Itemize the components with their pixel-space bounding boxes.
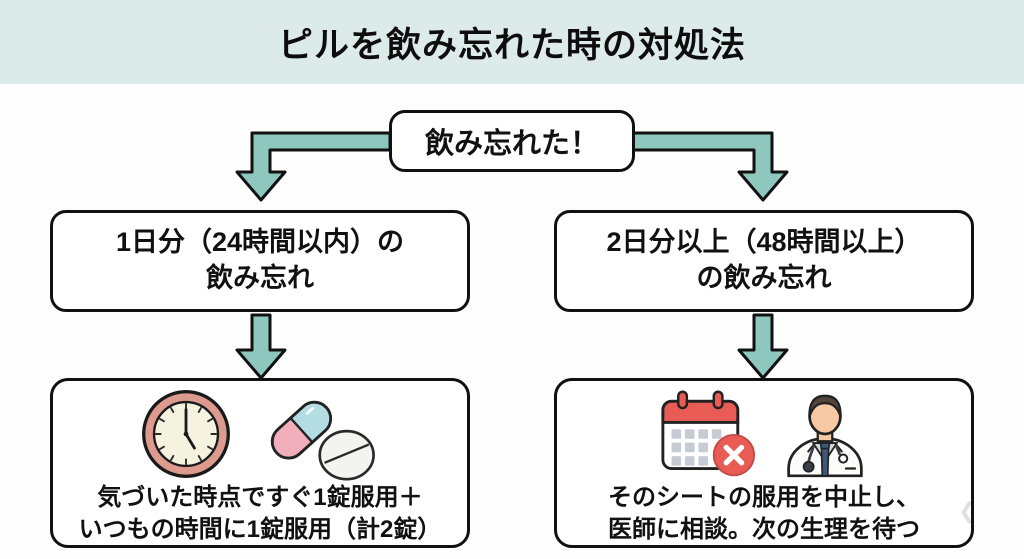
clock-icon [142,390,230,479]
condition-text: の飲み忘れ [696,263,832,293]
action-text-line: そのシートの服用を中止し、 [608,484,920,512]
arrow-left-down-icon [235,313,287,380]
header-band: ピルを飲み忘れた時の対処法 [0,0,1024,84]
arrow-right-elbow-icon [631,131,789,202]
action-text-line: いつもの時間に1錠服用（計2錠） [78,516,442,543]
condition-text: 飲み忘れ [206,263,314,293]
condition-text: 2日分以上（48時間以上） [606,227,922,258]
pills-group [270,401,375,481]
capsule-pill-icon [270,401,333,460]
action-text-line: 医師に相談。次の生理を待つ [608,516,920,543]
action-right-icons [653,386,875,482]
page-title: ピルを飲み忘れた時の対処法 [277,25,746,65]
action-left-icons [139,386,381,482]
calendar-x-icon [661,390,756,477]
condition-text: 1日分（24時間以内）の [115,227,405,258]
start-node: 飲み忘れた！ [389,110,635,172]
action-text-line: 気づいた時点ですぐ1錠服用＋ [97,484,423,512]
action-left-text: 気づいた時点ですぐ1錠服用＋ いつもの時間に1錠服用（計2錠） [79,482,442,545]
arrow-right-down-icon [737,313,789,380]
doctor-icon [787,395,863,478]
condition-node-over-48h: 2日分以上（48時間以上） の飲み忘れ [554,210,974,312]
action-node-stop-consult: そのシートの服用を中止し、 医師に相談。次の生理を待つ [554,378,974,548]
action-node-take-pill: 気づいた時点ですぐ1錠服用＋ いつもの時間に1錠服用（計2錠） [50,378,470,548]
condition-node-within-24h: 1日分（24時間以内）の 飲み忘れ [50,210,470,312]
arrow-left-elbow-icon [235,131,392,202]
action-right-text: そのシートの服用を中止し、 医師に相談。次の生理を待つ [608,482,920,545]
watermark-chevron-icon: ❮ [958,498,977,523]
tablet-pill-icon [318,430,375,481]
start-label: 飲み忘れた！ [424,128,599,160]
